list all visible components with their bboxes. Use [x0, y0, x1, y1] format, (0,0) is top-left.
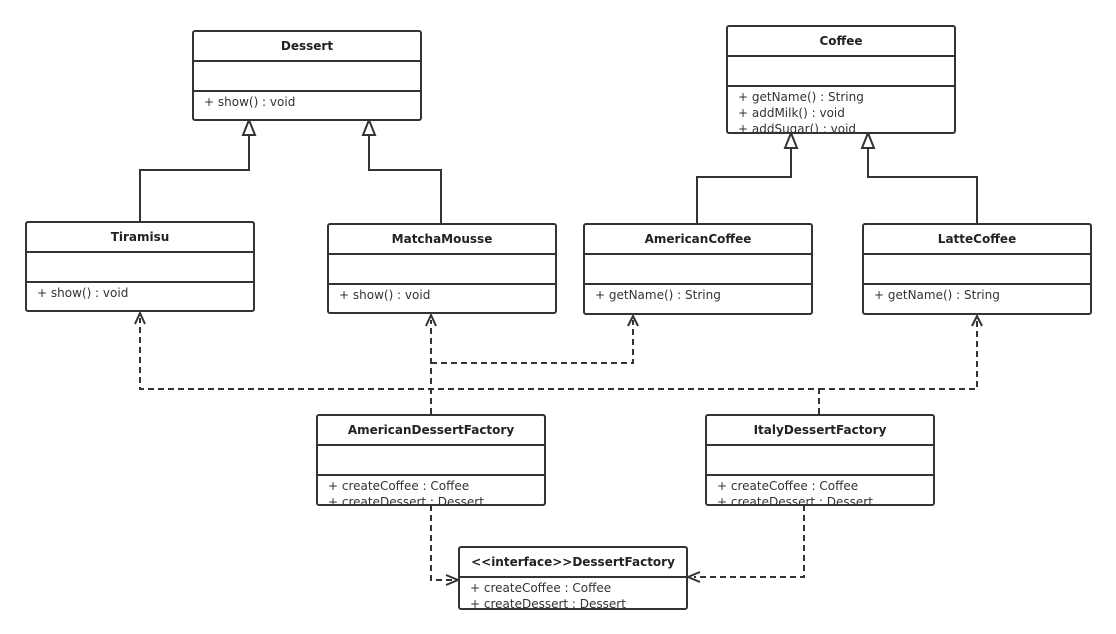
methods-section: + getName() : String + addMilk() : void …	[728, 87, 954, 134]
class-name: AmericanCoffee	[585, 225, 811, 255]
open-arrowhead	[971, 313, 983, 327]
methods-section: + show() : void	[27, 283, 253, 301]
method: + show() : void	[37, 286, 129, 300]
method: + addSugar() : void	[738, 122, 857, 134]
methods-section: + createCoffee : Coffee + createDessert …	[318, 476, 544, 506]
attributes-section	[318, 446, 544, 476]
dependency-italyfactory-tiramisu	[139, 318, 820, 414]
open-arrowhead	[685, 571, 701, 583]
class-latte-coffee[interactable]: LatteCoffee + getName() : String	[862, 223, 1092, 315]
class-american-coffee[interactable]: AmericanCoffee + getName() : String	[583, 223, 813, 315]
attributes-section	[329, 255, 555, 285]
realization-americanfactory-interface	[430, 505, 452, 581]
class-name: Dessert	[194, 32, 420, 62]
method: + createDessert : Dessert	[470, 597, 626, 610]
methods-section: + show() : void	[194, 92, 420, 110]
method: + addMilk() : void	[738, 106, 845, 120]
class-american-dessert-factory[interactable]: AmericanDessertFactory + createCoffee : …	[316, 414, 546, 506]
attributes-section	[27, 253, 253, 283]
realization-italyfactory-interface	[694, 505, 805, 578]
open-arrowhead	[134, 310, 146, 325]
class-name: Tiramisu	[27, 223, 253, 253]
interface-dessert-factory[interactable]: <<interface>>DessertFactory + createCoff…	[458, 546, 688, 610]
methods-section: + show() : void	[329, 285, 555, 303]
inheritance-arrowhead	[783, 130, 799, 149]
class-dessert[interactable]: Dessert + show() : void	[192, 30, 422, 121]
dependency-italyfactory-latte	[819, 320, 978, 390]
dependency-americanfactory-americancoffee	[431, 320, 634, 364]
method: + createDessert : Dessert	[717, 495, 873, 506]
attributes-section	[707, 446, 933, 476]
class-coffee[interactable]: Coffee + getName() : String + addMilk() …	[726, 25, 956, 134]
method: + createCoffee : Coffee	[328, 479, 470, 493]
class-tiramisu[interactable]: Tiramisu + show() : void	[25, 221, 255, 312]
class-name: LatteCoffee	[864, 225, 1090, 255]
inheritance-arrowhead	[361, 117, 377, 136]
method: + getName() : String	[595, 288, 721, 302]
open-arrowhead	[425, 312, 437, 327]
inheritance-latte-coffee	[867, 148, 978, 223]
methods-section: + getName() : String	[864, 285, 1090, 303]
inheritance-arrowhead	[860, 130, 876, 149]
attributes-section	[194, 62, 420, 92]
method: + createCoffee : Coffee	[717, 479, 859, 493]
open-arrowhead	[627, 313, 639, 327]
method: + getName() : String	[874, 288, 1000, 302]
class-name: ItalyDessertFactory	[707, 416, 933, 446]
method: + createDessert : Dessert	[328, 495, 484, 506]
method: + createCoffee : Coffee	[470, 581, 612, 595]
class-name: AmericanDessertFactory	[318, 416, 544, 446]
class-name: Coffee	[728, 27, 954, 57]
attributes-section	[585, 255, 811, 285]
inheritance-arrowhead	[241, 117, 257, 136]
method: + show() : void	[204, 95, 296, 109]
methods-section: + createCoffee : Coffee + createDessert …	[707, 476, 933, 506]
class-name: MatchaMousse	[329, 225, 555, 255]
inheritance-matcha-dessert	[368, 135, 442, 223]
inheritance-tiramisu-dessert	[139, 135, 250, 221]
method: + show() : void	[339, 288, 431, 302]
methods-section: + getName() : String	[585, 285, 811, 303]
attributes-section	[728, 57, 954, 87]
attributes-section	[864, 255, 1090, 285]
inheritance-americancoffee-coffee	[696, 148, 792, 223]
class-name: <<interface>>DessertFactory	[460, 548, 686, 578]
class-italy-dessert-factory[interactable]: ItalyDessertFactory + createCoffee : Cof…	[705, 414, 935, 506]
method: + getName() : String	[738, 90, 864, 104]
class-matcha-mousse[interactable]: MatchaMousse + show() : void	[327, 223, 557, 314]
methods-section: + createCoffee : Coffee + createDessert …	[460, 578, 686, 610]
